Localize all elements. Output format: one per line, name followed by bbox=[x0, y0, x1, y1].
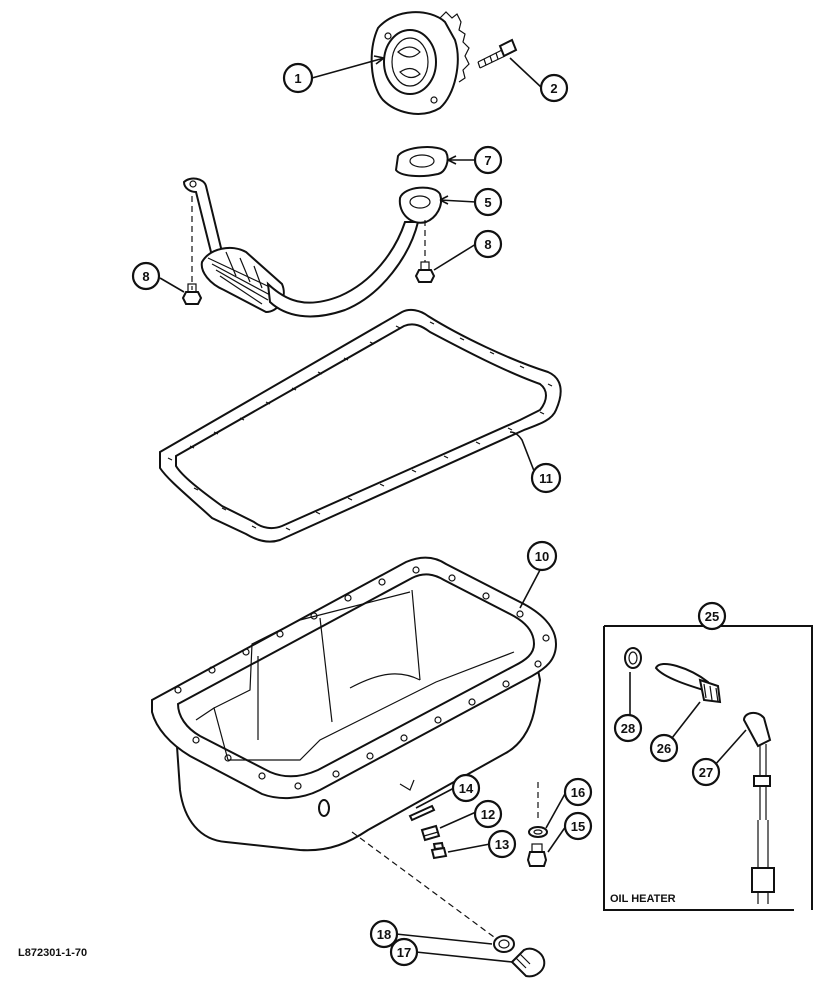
leader-lines bbox=[159, 55, 747, 963]
svg-text:28: 28 bbox=[621, 721, 635, 736]
plug-threaded bbox=[430, 841, 448, 860]
oil-pickup-tube bbox=[182, 177, 442, 318]
svg-text:11: 11 bbox=[539, 471, 553, 486]
inset-label: OIL HEATER bbox=[610, 893, 676, 905]
oil-heater-inset bbox=[603, 625, 813, 911]
callout-15: 15 bbox=[563, 811, 593, 841]
svg-text:7: 7 bbox=[484, 153, 491, 168]
svg-text:8: 8 bbox=[484, 237, 491, 252]
oil-pump bbox=[370, 11, 470, 115]
svg-text:1: 1 bbox=[294, 71, 301, 86]
svg-text:26: 26 bbox=[657, 741, 671, 756]
svg-text:17: 17 bbox=[397, 945, 411, 960]
plug-small bbox=[420, 824, 441, 842]
pin bbox=[408, 804, 436, 822]
svg-text:18: 18 bbox=[377, 927, 391, 942]
callout-27: 27 bbox=[691, 757, 721, 787]
callout-2: 2 bbox=[539, 73, 569, 103]
callout-7: 7 bbox=[473, 145, 503, 175]
callout-11: 11 bbox=[530, 462, 562, 494]
callout-13: 13 bbox=[487, 829, 517, 859]
callout-12: 12 bbox=[473, 799, 503, 829]
callout-8-left: 8 bbox=[131, 261, 161, 291]
washer bbox=[528, 826, 548, 838]
svg-text:2: 2 bbox=[550, 81, 557, 96]
oil-pan bbox=[151, 556, 558, 852]
drain-washer bbox=[493, 935, 515, 953]
svg-text:8: 8 bbox=[142, 269, 149, 284]
callout-10: 10 bbox=[526, 540, 558, 572]
plug-bottom bbox=[526, 843, 548, 867]
callout-17: 17 bbox=[389, 937, 419, 967]
tube-bolt-left bbox=[181, 283, 203, 305]
callout-25: 25 bbox=[697, 601, 727, 631]
svg-text:16: 16 bbox=[571, 785, 585, 800]
svg-text:12: 12 bbox=[481, 807, 495, 822]
svg-text:25: 25 bbox=[705, 609, 719, 624]
callout-28: 28 bbox=[613, 713, 643, 743]
tube-bolt-right bbox=[414, 261, 436, 283]
drain-guide-line bbox=[351, 831, 499, 941]
figure-code: L872301-1-70 bbox=[18, 947, 87, 959]
callout-16: 16 bbox=[563, 777, 593, 807]
callout-26: 26 bbox=[649, 733, 679, 763]
svg-text:10: 10 bbox=[535, 549, 549, 564]
svg-text:27: 27 bbox=[699, 765, 713, 780]
pickup-gasket bbox=[394, 146, 449, 178]
pump-bolt bbox=[477, 38, 518, 69]
callout-1: 1 bbox=[282, 62, 314, 94]
callout-14: 14 bbox=[451, 773, 481, 803]
svg-text:14: 14 bbox=[459, 781, 474, 796]
svg-text:13: 13 bbox=[495, 837, 509, 852]
svg-text:5: 5 bbox=[484, 195, 491, 210]
callout-5: 5 bbox=[473, 187, 503, 217]
callout-18: 18 bbox=[369, 919, 399, 949]
oil-pan-gasket bbox=[159, 308, 562, 543]
svg-text:15: 15 bbox=[571, 819, 585, 834]
drain-plug bbox=[510, 947, 546, 978]
callout-8-right: 8 bbox=[473, 229, 503, 259]
